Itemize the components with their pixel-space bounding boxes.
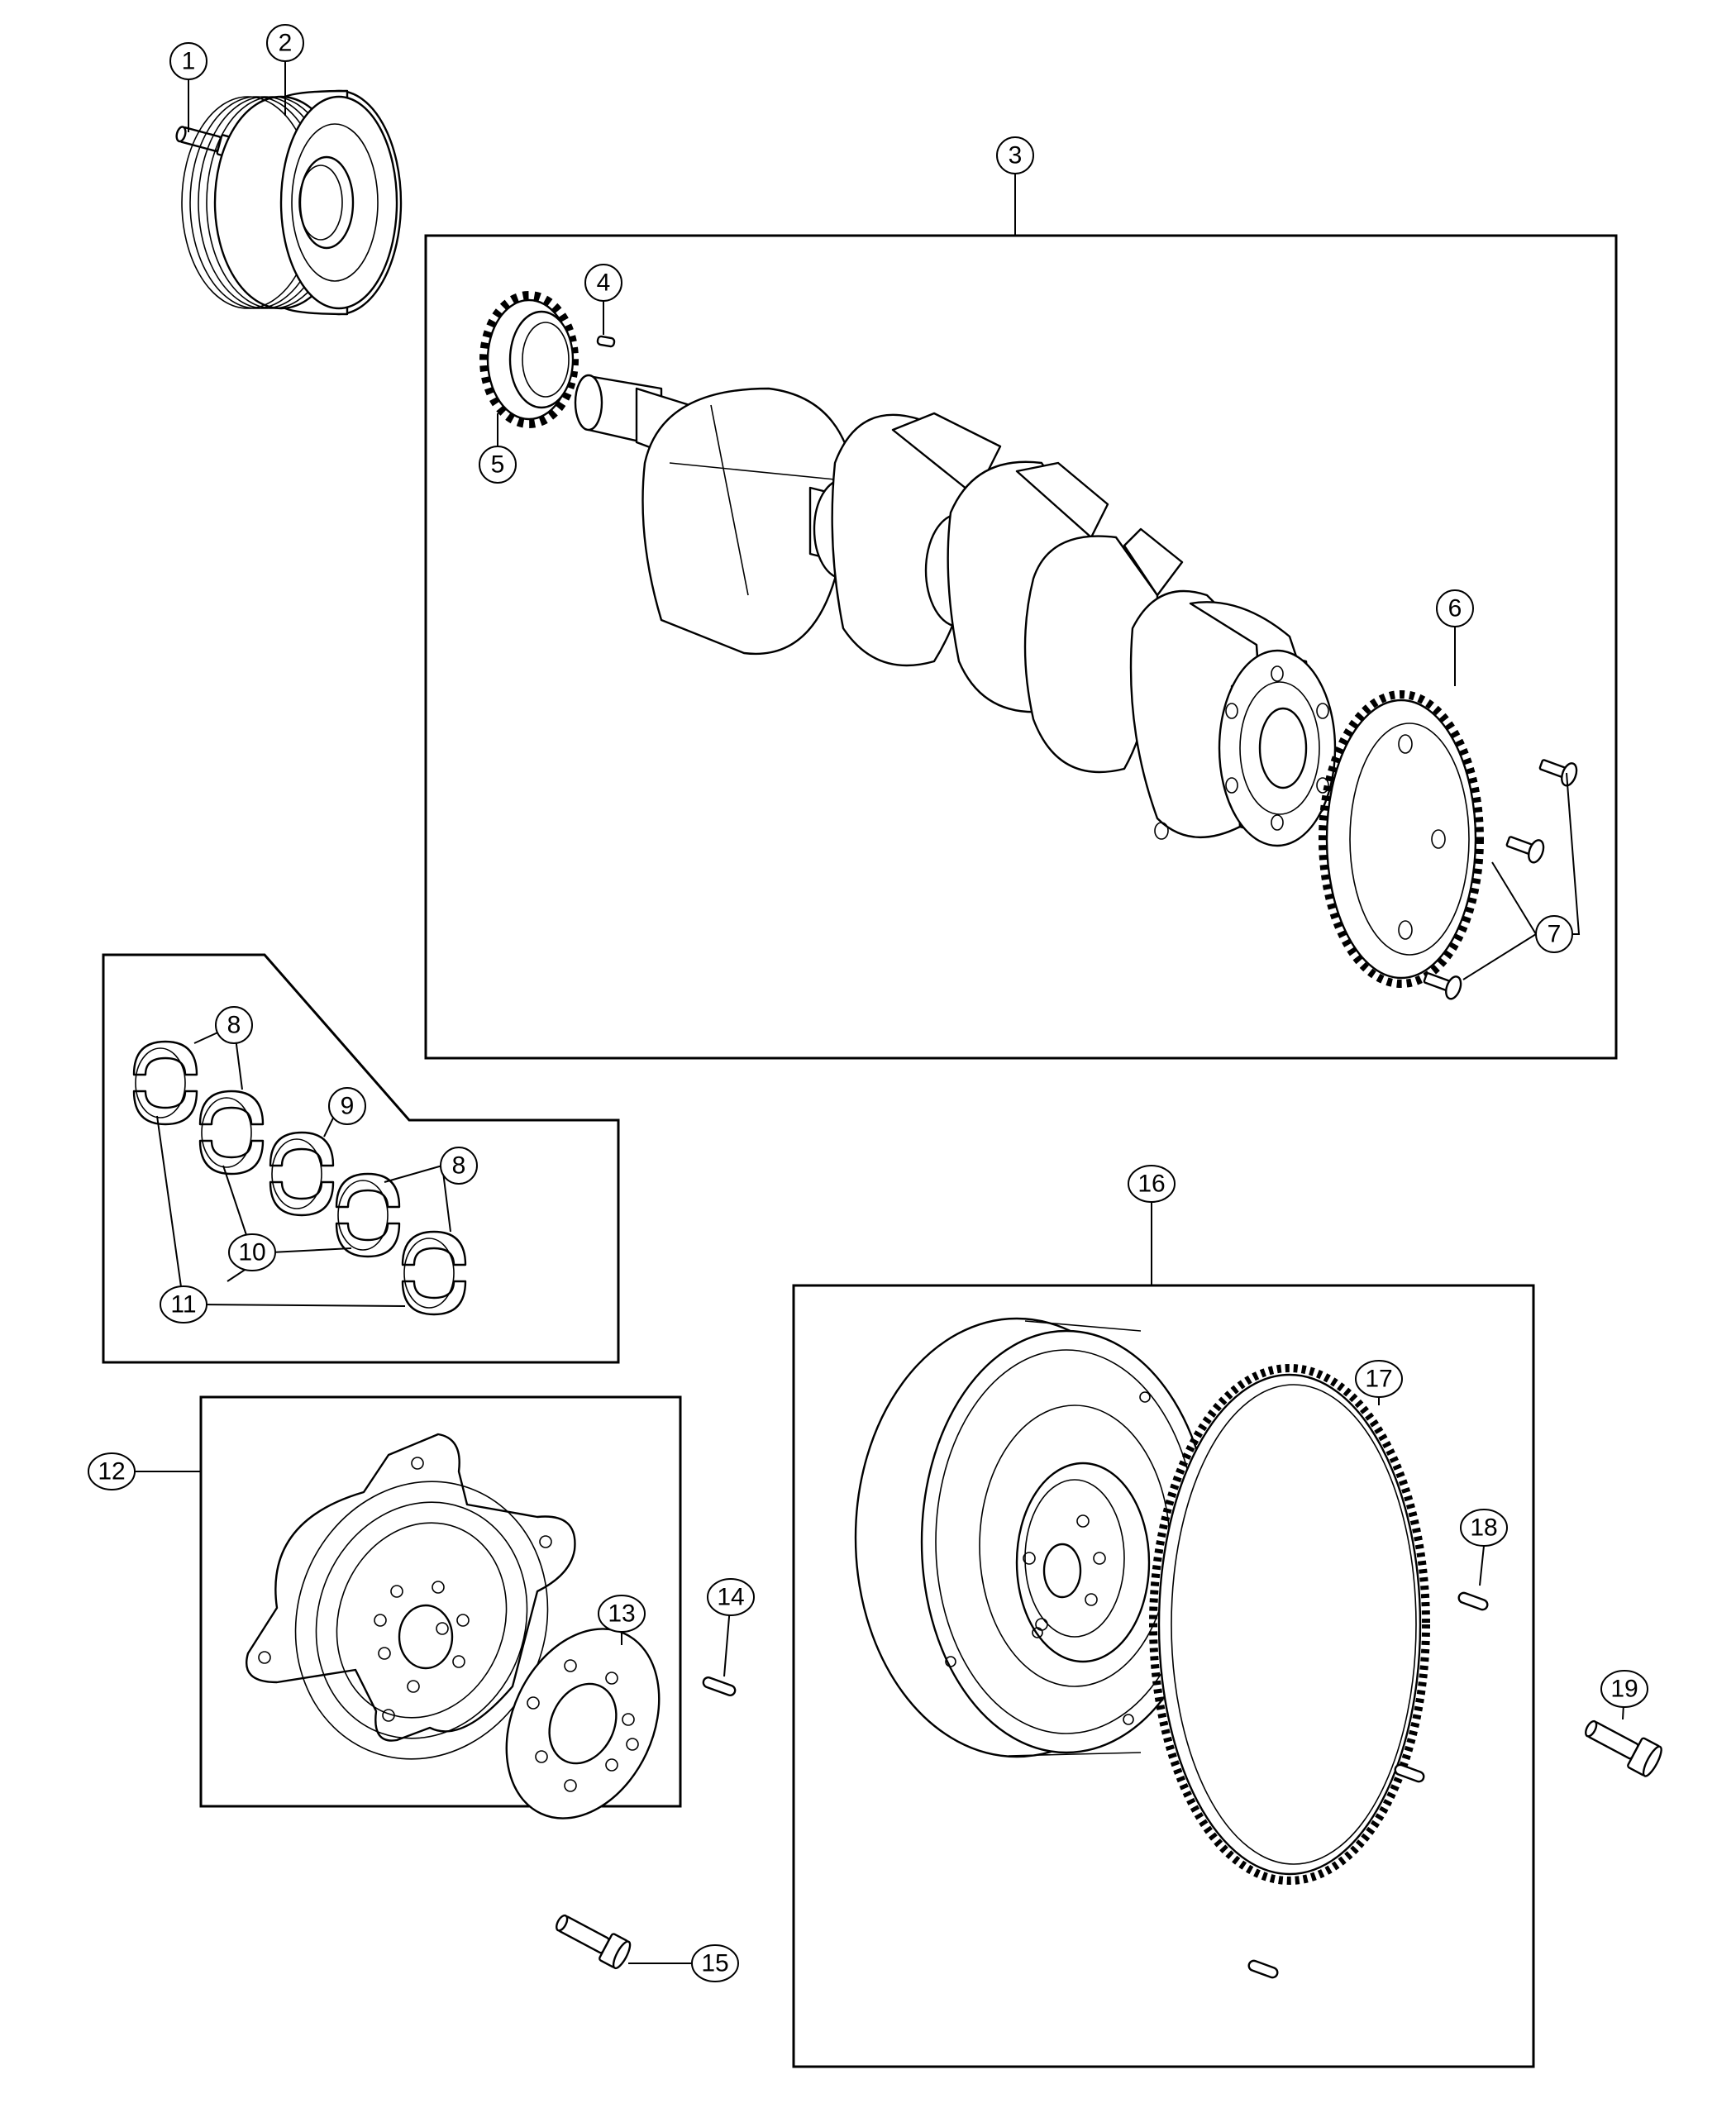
svg-text:19: 19 <box>1610 1676 1638 1703</box>
callout-8a: 8 <box>215 1006 253 1044</box>
svg-text:5: 5 <box>491 451 505 479</box>
flexplate-adapter <box>246 1433 576 1760</box>
flywheel <box>854 1317 1217 1758</box>
callout-9: 9 <box>328 1087 366 1125</box>
crankshaft-group-frame <box>424 234 1618 1060</box>
bearing-group-frame <box>102 953 620 1364</box>
callout-11: 11 <box>160 1285 207 1323</box>
svg-text:16: 16 <box>1137 1171 1165 1198</box>
callout-7: 7 <box>1535 915 1573 953</box>
callout-8b: 8 <box>440 1147 478 1185</box>
svg-text:9: 9 <box>341 1093 355 1120</box>
tone-wheel <box>1319 690 1484 988</box>
crankshaft <box>574 374 1337 847</box>
svg-text:14: 14 <box>717 1584 744 1611</box>
svg-text:17: 17 <box>1365 1366 1392 1393</box>
bearing-shell-set-2 <box>198 1090 265 1176</box>
svg-text:1: 1 <box>182 48 196 75</box>
callout-19: 19 <box>1600 1670 1648 1708</box>
callout-10: 10 <box>228 1233 276 1271</box>
callout-2: 2 <box>266 24 304 62</box>
dowel-pin-18b <box>1394 1763 1425 1783</box>
svg-text:13: 13 <box>608 1600 635 1628</box>
dowel-pin-18c <box>1247 1959 1279 1979</box>
callout-3: 3 <box>996 136 1034 174</box>
tone-wheel-bolt-2 <box>1505 836 1545 864</box>
callout-17: 17 <box>1355 1360 1403 1398</box>
flexplate-bolt <box>556 1914 632 1970</box>
callout-18: 18 <box>1460 1509 1508 1547</box>
tone-wheel-bolt-1 <box>1538 759 1578 787</box>
svg-text:8: 8 <box>452 1152 466 1180</box>
svg-text:4: 4 <box>597 269 611 297</box>
svg-text:15: 15 <box>701 1950 728 1977</box>
callout-14: 14 <box>707 1578 755 1616</box>
svg-text:12: 12 <box>98 1458 125 1486</box>
ring-gear <box>1149 1364 1430 1885</box>
tone-wheel-bolt-3 <box>1423 972 1462 1000</box>
svg-text:6: 6 <box>1448 595 1462 622</box>
timing-sprocket <box>479 291 579 428</box>
callout-6: 6 <box>1436 589 1474 627</box>
svg-text:7: 7 <box>1548 921 1562 948</box>
callout-1: 1 <box>169 42 207 80</box>
svg-text:2: 2 <box>279 30 293 57</box>
svg-text:18: 18 <box>1470 1514 1497 1542</box>
callout-4: 4 <box>584 264 622 302</box>
flywheel-bolt <box>1585 1719 1662 1777</box>
callout-16: 16 <box>1128 1165 1176 1203</box>
reinforcement-plate <box>505 1628 661 1819</box>
callout-5: 5 <box>479 446 517 484</box>
flywheel-group-frame <box>792 1284 1535 2068</box>
svg-text:11: 11 <box>170 1291 196 1319</box>
svg-text:8: 8 <box>227 1012 241 1039</box>
svg-text:3: 3 <box>1009 142 1023 169</box>
svg-text:10: 10 <box>238 1239 265 1266</box>
bearing-shell-set-5 <box>401 1230 467 1316</box>
callout-15: 15 <box>691 1944 739 1982</box>
flexplate-group-frame <box>199 1395 682 1808</box>
bearing-shell-set-4 <box>335 1172 401 1258</box>
dowel-pin-14 <box>702 1676 737 1696</box>
dowel-pin-18a <box>1457 1591 1489 1611</box>
crankshaft-key <box>596 335 616 348</box>
callout-13: 13 <box>598 1595 646 1633</box>
crankshaft-pulley <box>181 89 403 316</box>
callout-12: 12 <box>88 1452 136 1490</box>
bearing-shell-set-3 <box>269 1131 335 1217</box>
bearing-shell-set-1 <box>132 1040 198 1126</box>
